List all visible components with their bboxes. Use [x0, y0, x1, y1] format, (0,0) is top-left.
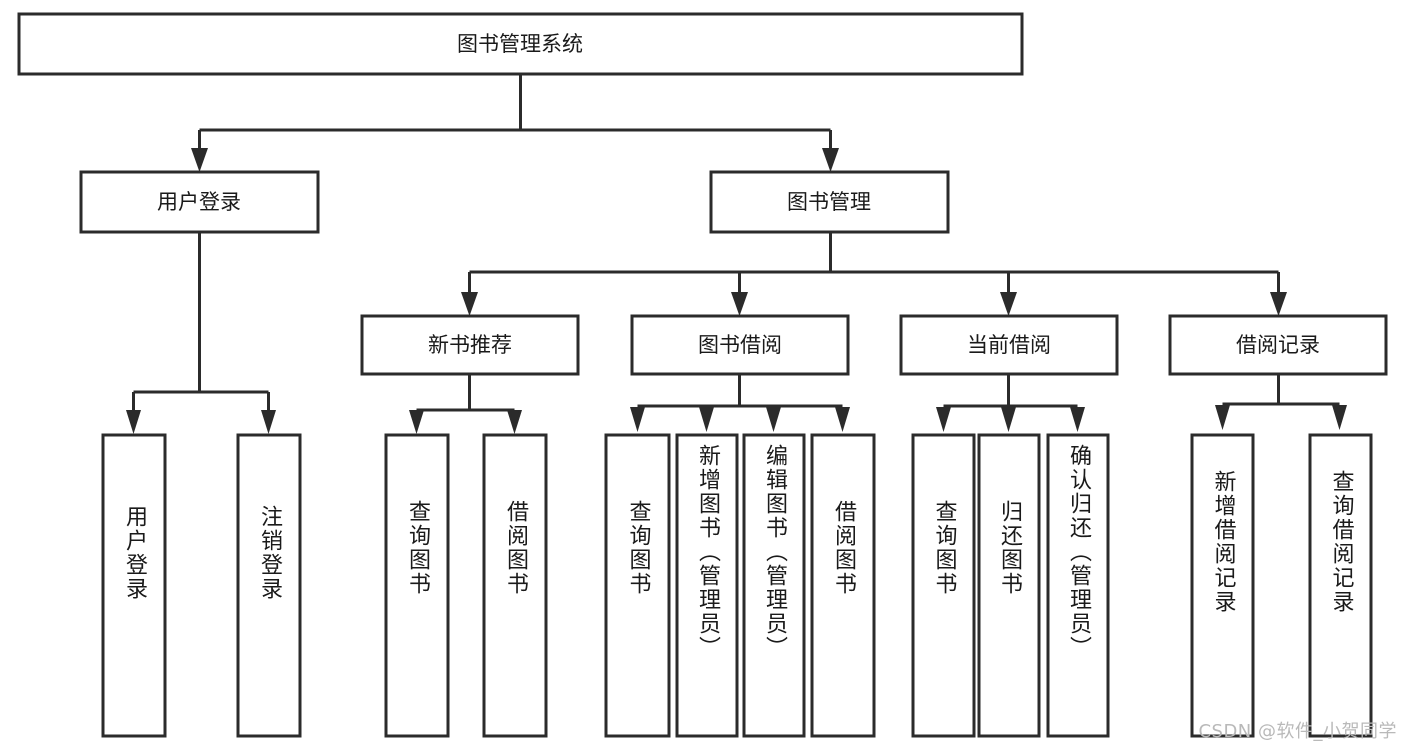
- node-user-login-label: 用户登录: [157, 190, 241, 214]
- leaf-boxes-current-borrow: [911, 433, 1110, 738]
- leaf-box-user-login-2[interactable]: [236, 433, 302, 738]
- connector-group-user-login: [126, 232, 276, 434]
- arrowhead-leaf-borrow-record-2: [1332, 405, 1347, 430]
- node-user-login-box[interactable]: [79, 170, 320, 234]
- arrowhead-to-borrow-record: [1270, 292, 1287, 316]
- leaf-box-borrow-record-2[interactable]: [1308, 433, 1373, 738]
- arrowhead-leaf-current-borrow-1: [936, 407, 951, 432]
- node-borrow-record-box[interactable]: [1168, 314, 1388, 376]
- watermark-text: CSDN @软件_小贺同学: [1198, 721, 1397, 742]
- leaf-box-borrow-record-1[interactable]: [1190, 433, 1255, 738]
- node-root-box[interactable]: [17, 12, 1024, 76]
- node-book-manage-label: 图书管理: [787, 190, 871, 214]
- node-current-borrow-label: 当前借阅: [967, 333, 1051, 357]
- node-new-book-recommend-label: 新书推荐: [428, 333, 512, 357]
- arrowhead-leaf-current-borrow-3: [1070, 407, 1085, 432]
- node-root[interactable]: 图书管理系统: [17, 12, 1024, 76]
- arrowhead-leaf-book-borrow-4: [835, 407, 850, 432]
- connector-group-borrow-record: [1215, 374, 1347, 430]
- leaf-box-new-book-1[interactable]: [384, 433, 450, 738]
- arrowhead-leaf-new-book-2: [507, 410, 522, 434]
- arrowhead-leaf-book-borrow-1: [630, 407, 645, 432]
- arrowhead-to-current-borrow: [1000, 292, 1017, 316]
- arrowhead-leaf-book-borrow-2: [699, 407, 714, 432]
- connector-group-current-borrow: [936, 374, 1085, 432]
- node-borrow-record-label: 借阅记录: [1236, 333, 1320, 357]
- arrowhead-to-book-borrow: [731, 292, 748, 316]
- node-book-borrow-label: 图书借阅: [698, 333, 782, 357]
- leaf-box-book-borrow-1[interactable]: [604, 433, 671, 738]
- arrowhead-leaf-new-book-1: [409, 410, 424, 434]
- node-book-manage-box[interactable]: [709, 170, 950, 234]
- connector-group-root: [191, 74, 839, 172]
- leaf-box-current-borrow-1[interactable]: [911, 433, 976, 738]
- leaf-boxes-user-login: [101, 433, 302, 738]
- arrowhead-leaf-borrow-record-1: [1215, 405, 1230, 430]
- node-book-manage[interactable]: 图书管理: [709, 170, 950, 234]
- arrowhead-leaf-user-login-2: [261, 410, 276, 434]
- arrowhead-to-user-login: [191, 148, 208, 172]
- leaf-box-current-borrow-3[interactable]: [1046, 433, 1110, 738]
- leaf-box-current-borrow-2[interactable]: [977, 433, 1041, 738]
- leaf-boxes-new-book-recommend: [384, 433, 548, 738]
- connector-group-book-manage: [461, 232, 1287, 316]
- node-book-borrow[interactable]: 图书借阅: [630, 314, 850, 376]
- node-new-book-recommend-box[interactable]: [360, 314, 580, 376]
- arrowhead-leaf-book-borrow-3: [766, 407, 781, 432]
- connector-group-book-borrow: [630, 374, 850, 432]
- node-current-borrow-box[interactable]: [899, 314, 1119, 376]
- leaf-box-user-login-1[interactable]: [101, 433, 167, 738]
- node-book-borrow-box[interactable]: [630, 314, 850, 376]
- node-current-borrow[interactable]: 当前借阅: [899, 314, 1119, 376]
- node-root-label: 图书管理系统: [457, 32, 583, 56]
- connector-group-new-book: [409, 374, 522, 434]
- leaf-box-book-borrow-3[interactable]: [742, 433, 806, 738]
- leaf-box-book-borrow-4[interactable]: [810, 433, 876, 738]
- arrowhead-leaf-user-login-1: [126, 410, 141, 434]
- arrowhead-to-new-book: [461, 292, 478, 316]
- leaf-box-book-borrow-2[interactable]: [675, 433, 739, 738]
- leaf-boxes-book-borrow: [604, 433, 876, 738]
- leaf-box-new-book-2[interactable]: [482, 433, 548, 738]
- node-borrow-record[interactable]: 借阅记录: [1168, 314, 1388, 376]
- node-user-login[interactable]: 用户登录: [79, 170, 320, 234]
- arrowhead-leaf-current-borrow-2: [1001, 407, 1016, 432]
- node-new-book-recommend[interactable]: 新书推荐: [360, 314, 580, 376]
- leaf-boxes-borrow-record: [1190, 433, 1373, 738]
- arrowhead-to-book-manage: [822, 148, 839, 172]
